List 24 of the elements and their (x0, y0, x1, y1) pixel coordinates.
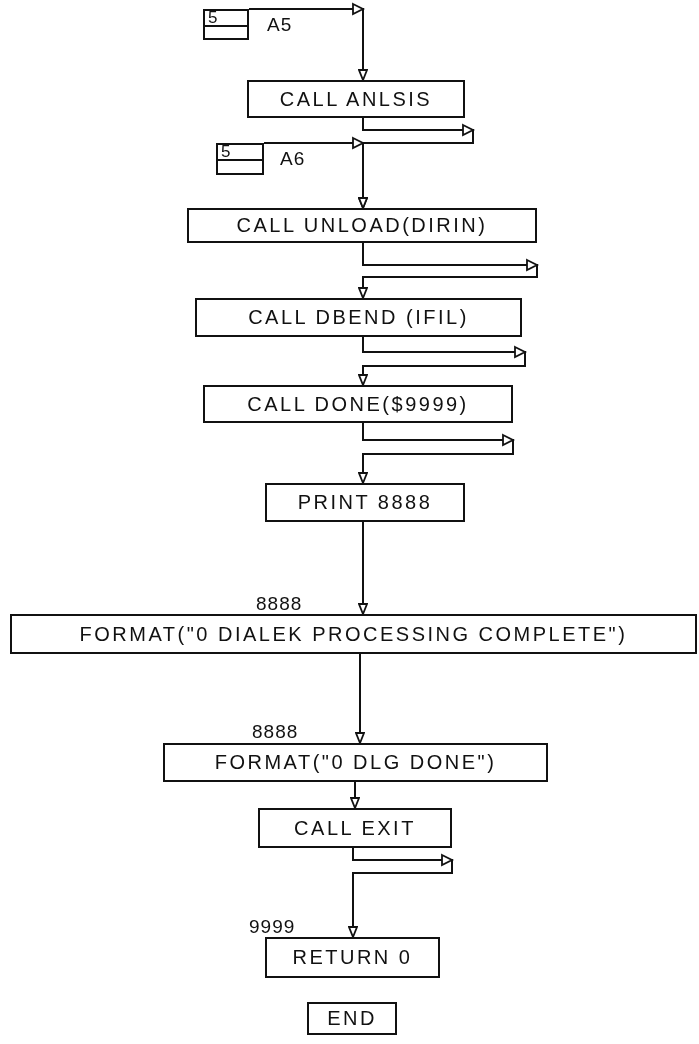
statement-text: PRINT 8888 (297, 491, 433, 514)
process-box (265, 483, 465, 522)
statement-text: CALL DONE($9999) (247, 392, 469, 416)
process-box (187, 208, 537, 243)
statement-text: CALL UNLOAD(DIRIN) (236, 214, 488, 237)
process-box (195, 298, 522, 337)
statement-label: 9999 (249, 916, 296, 938)
process-box (203, 385, 513, 423)
statement-text: END (327, 1007, 377, 1030)
process-box (307, 1002, 397, 1035)
statement-label: 8888 (256, 593, 303, 615)
statement-text: RETURN 0 (292, 946, 413, 969)
process-box (258, 808, 452, 848)
connector-label: A5 (267, 14, 293, 36)
statement-text: FORMAT("0 DLG DONE") (214, 751, 497, 774)
connector-number: 5 (221, 142, 231, 162)
connector-label: A6 (280, 148, 306, 170)
statement-text: CALL EXIT (294, 816, 416, 840)
connector-number: 5 (208, 8, 218, 28)
statement-text: FORMAT("0 DIALEK PROCESSING COMPLETE") (79, 622, 628, 646)
statement-text: CALL DBEND (IFIL) (248, 306, 469, 329)
statement-text: CALL ANLSIS (279, 87, 433, 111)
process-box (247, 80, 465, 118)
statement-label: 8888 (252, 721, 299, 743)
